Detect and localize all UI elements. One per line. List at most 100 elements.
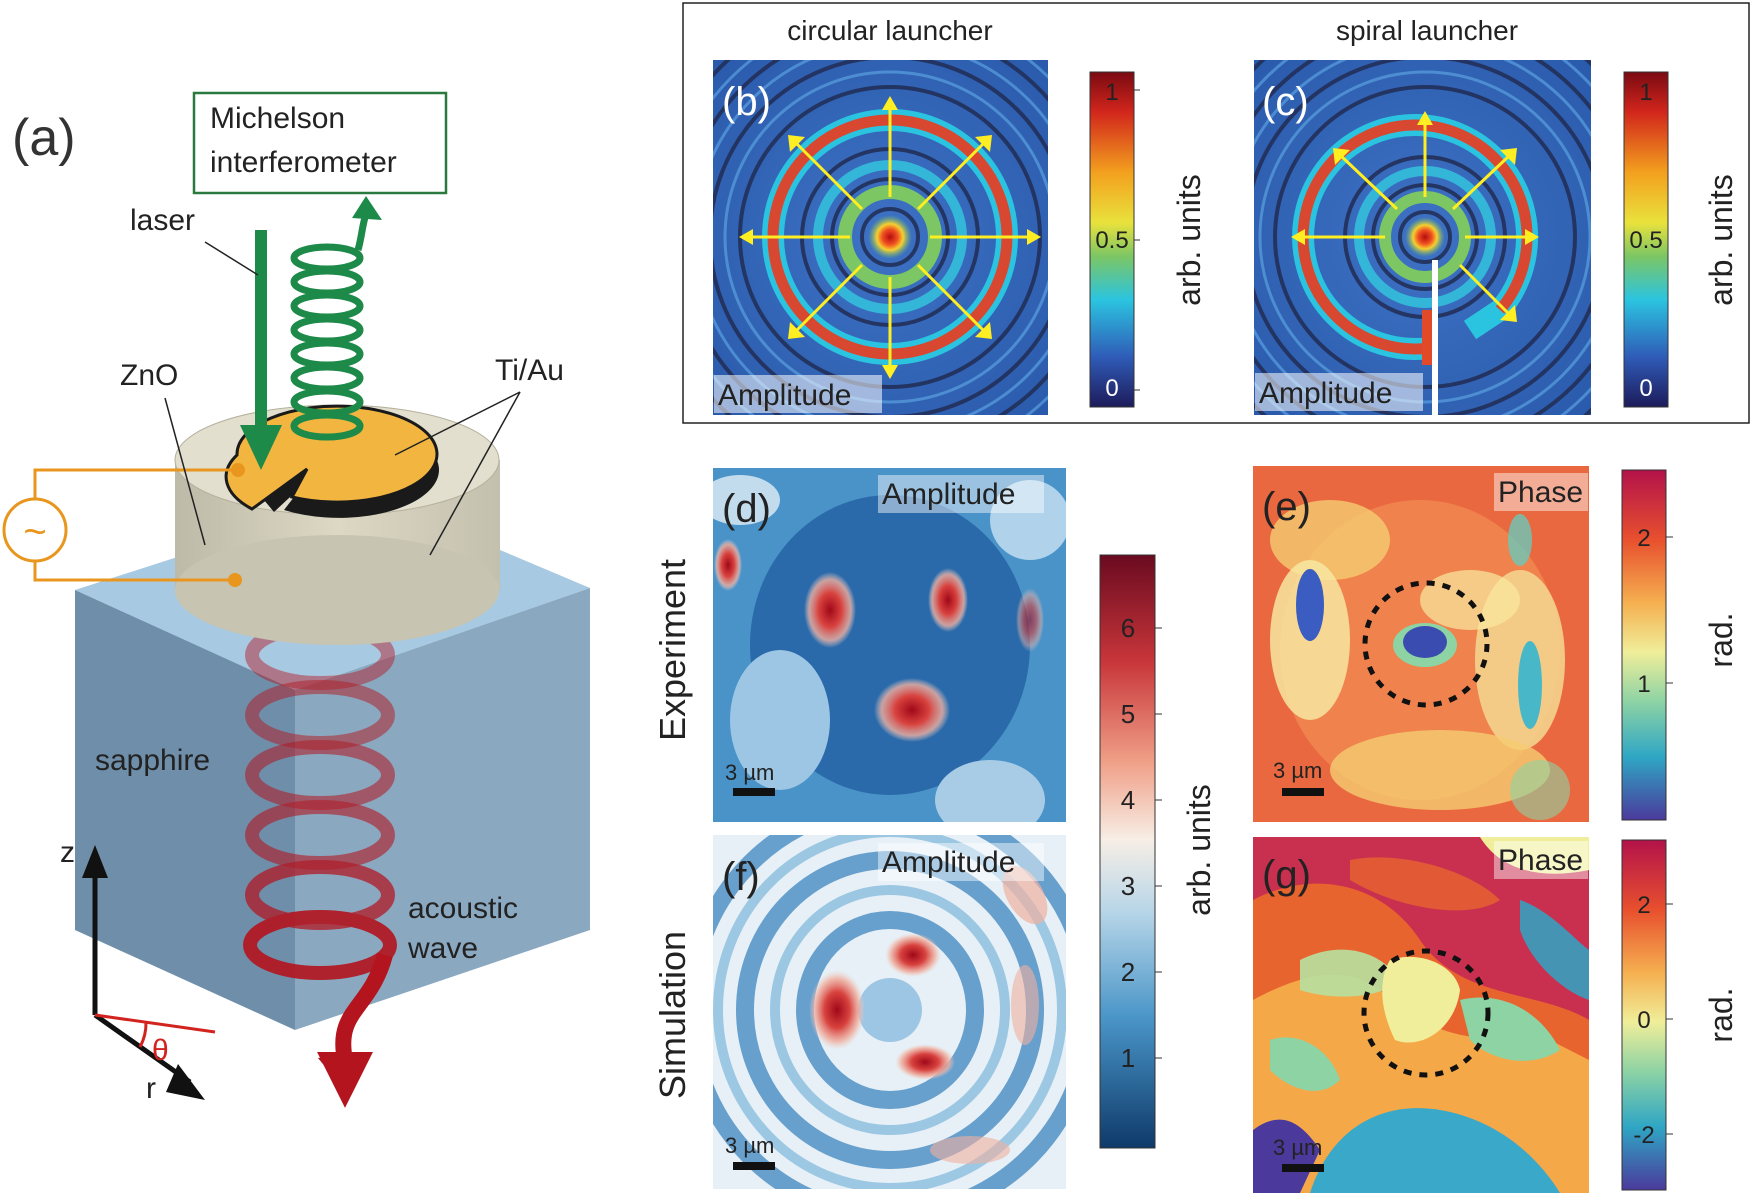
- colorbar-phase-e-tick-2: 2: [1637, 525, 1650, 552]
- panel-c-arrowheads: [1291, 111, 1539, 322]
- reflected-arrowhead: [352, 196, 382, 220]
- michelson-label-1: Michelson: [210, 102, 345, 135]
- colorbar-phase-e-tick-1: 1: [1637, 671, 1650, 698]
- colorbar-phase-g-tick-0: 0: [1637, 1007, 1650, 1034]
- colorbar-phase-e: [1621, 469, 1667, 821]
- panel-e-tag-bg: [1494, 473, 1588, 511]
- colorbar-b: [1089, 71, 1135, 408]
- colorbar-c-tick-mid: 0.5: [1629, 227, 1662, 254]
- colorbar-amplitude-tick-1: 1: [1121, 1043, 1135, 1073]
- colorbar-phase-g-unit: rad.: [1703, 987, 1739, 1042]
- colorbar-b-tick-bottom: 0: [1105, 375, 1118, 402]
- panel-c-tag-bg: [1255, 373, 1423, 411]
- colorbar-amplitude-tick-2: 2: [1121, 957, 1135, 987]
- tiau-leader-2: [429, 391, 521, 556]
- panel-g-scalebar-label: 3 µm: [1273, 1135, 1322, 1160]
- colorbar-amplitude-tick-5: 5: [1121, 699, 1135, 729]
- panel-e-scalebar-label: 3 µm: [1273, 758, 1322, 783]
- z-axis-label: z: [60, 836, 75, 869]
- acoustic-arrowhead: [318, 1052, 372, 1095]
- panel-f-tag: Amplitude: [882, 846, 1015, 879]
- tiau-electrode: [224, 404, 439, 511]
- panel-d-scalebar: [733, 788, 775, 796]
- colorbar-amplitude-tick-6: 6: [1121, 613, 1135, 643]
- laser-leader-line: [204, 241, 259, 276]
- launcher-box: [682, 2, 1750, 424]
- acoustic-helix: [243, 620, 397, 980]
- panel-g-tag: Phase: [1498, 844, 1583, 877]
- panel-c-label: (c): [1262, 80, 1309, 124]
- circular-launcher-title: circular launcher: [787, 15, 992, 46]
- colorbar-c-tick-bottom: 0: [1639, 375, 1652, 402]
- panel-b-tag-bg: [714, 375, 882, 413]
- panel-g-scalebar: [1282, 1164, 1324, 1172]
- colorbar-c-tick-top: 1: [1639, 79, 1652, 106]
- panel-c-tag: Amplitude: [1259, 377, 1392, 410]
- r-axis: [93, 1012, 192, 1085]
- michelson-label-2: interferometer: [210, 146, 397, 179]
- panel-b-tag: Amplitude: [718, 379, 851, 412]
- panel-f-scalebar-label: 3 µm: [725, 1133, 774, 1158]
- zno-label: ZnO: [120, 359, 178, 392]
- r-axis-arrowhead: [166, 1064, 205, 1100]
- colorbar-phase-g-tick-neg2: -2: [1633, 1122, 1654, 1149]
- wire-contact-bottom: [228, 573, 242, 587]
- colorbar-amplitude-tick-3: 3: [1121, 871, 1135, 901]
- laser-arrowhead: [240, 425, 282, 470]
- panel-e-scalebar: [1282, 788, 1324, 796]
- panel-d-label: (d): [722, 487, 771, 531]
- panel-g-label: (g): [1262, 853, 1311, 897]
- panel-f-label: (f): [722, 855, 760, 899]
- colorbar-b-tick-top: 1: [1105, 79, 1118, 106]
- panel-g-dashed-circle: [1361, 948, 1491, 1078]
- panel-e-tag: Phase: [1498, 476, 1583, 509]
- tiau-leader-1: [394, 391, 521, 456]
- r-axis-label: r: [146, 1072, 156, 1105]
- panel-e-image: [1253, 466, 1589, 822]
- sapphire-left-face: [75, 590, 295, 1030]
- reflected-helix: [290, 212, 370, 441]
- panel-c-arrows: [1300, 120, 1530, 317]
- colorbar-c: [1623, 71, 1669, 408]
- sapphire-label: sapphire: [95, 744, 210, 777]
- acoustic-label-1: acoustic: [408, 892, 518, 925]
- panel-g-image: [1253, 837, 1589, 1193]
- tiau-label: Ti/Au: [495, 354, 564, 387]
- colorbar-b-tick-mid: 0.5: [1095, 227, 1128, 254]
- row-label-simulation: Simulation: [652, 931, 693, 1099]
- zno-cylinder-bottom: [175, 535, 499, 645]
- colorbar-c-unit: arb. units: [1703, 174, 1739, 306]
- theta-reference-line: [94, 1013, 216, 1034]
- acoustic-label-2: wave: [407, 932, 478, 965]
- panel-a-label: (a): [12, 109, 76, 167]
- colorbar-amplitude-unit: arb. units: [1181, 784, 1217, 916]
- ac-source-icon: [2, 497, 68, 563]
- wire-contact-top: [231, 463, 245, 477]
- panel-b-arrowheads: [739, 96, 1041, 379]
- z-axis-arrowhead: [82, 845, 108, 878]
- panel-g-tag-bg: [1494, 841, 1588, 879]
- panel-a-schematic: (a) sapphire acoustic wave: [2, 91, 590, 1108]
- laser-beam: [255, 230, 267, 430]
- panel-d-tag: Amplitude: [882, 478, 1015, 511]
- panel-d-tag-bg: [878, 475, 1044, 513]
- michelson-box: [192, 91, 448, 195]
- panel-d-image: [713, 468, 1066, 822]
- panel-e-label: (e): [1262, 485, 1311, 529]
- colorbar-amplitude: [1099, 554, 1156, 1149]
- spiral-launcher-title: spiral launcher: [1336, 15, 1518, 46]
- colorbar-phase-g: [1621, 839, 1667, 1191]
- colorbar-amplitude-ticks: [1155, 627, 1162, 1059]
- ac-source-symbol: ~: [23, 510, 46, 554]
- panel-f-tag-bg: [878, 843, 1044, 881]
- colorbar-amplitude-tick-4: 4: [1121, 785, 1135, 815]
- panel-b-label: (b): [722, 80, 771, 124]
- row-label-experiment: Experiment: [652, 559, 693, 741]
- panel-f-scalebar: [733, 1162, 775, 1170]
- theta-arc: [138, 1021, 148, 1048]
- colorbar-b-unit: arb. units: [1171, 174, 1207, 306]
- panel-e-dashed-circle: [1362, 580, 1490, 708]
- zno-leader-line: [164, 397, 206, 546]
- panel-b-arrows: [748, 105, 1032, 370]
